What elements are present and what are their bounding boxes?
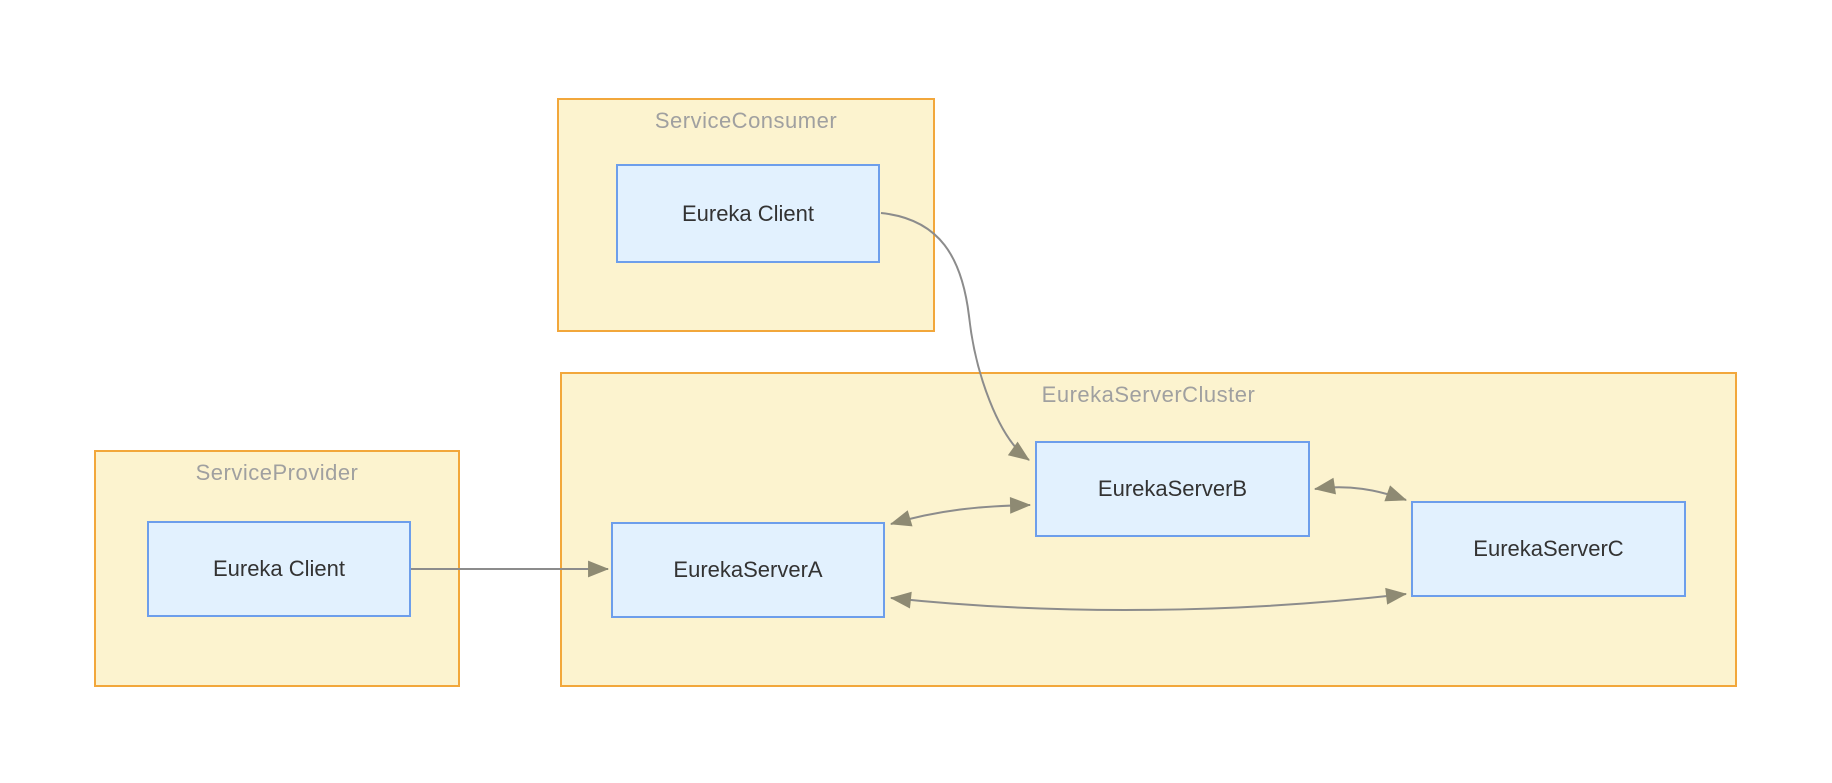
node-label-eureka-server-a: EurekaServerA xyxy=(673,557,823,582)
node-eureka-server-a: EurekaServerA xyxy=(611,522,885,618)
node-eureka-server-b: EurekaServerB xyxy=(1035,441,1310,537)
node-label-provider-eureka-client: Eureka Client xyxy=(212,556,346,581)
edge-server-a-server-c xyxy=(889,587,1408,611)
node-provider-eureka-client: Eureka Client xyxy=(147,521,411,617)
node-eureka-server-c: EurekaServerC xyxy=(1411,501,1686,597)
node-label-consumer-eureka-client: Eureka Client xyxy=(681,200,815,226)
edge-server-b-server-c xyxy=(1313,477,1407,502)
node-label-eureka-server-b: EurekaServerB xyxy=(1097,476,1248,501)
group-title-eureka-server-cluster: EurekaServerCluster xyxy=(1041,382,1256,407)
edge-server-a-server-b xyxy=(889,497,1032,527)
edge-consumer-client-to-server-b xyxy=(880,212,1030,461)
node-label-eureka-server-c: EurekaServerC xyxy=(1473,536,1624,561)
group-title-service-provider: ServiceProvider xyxy=(195,460,359,485)
node-consumer-eureka-client: Eureka Client xyxy=(616,164,880,263)
group-title-service-consumer: ServiceConsumer xyxy=(654,108,838,133)
